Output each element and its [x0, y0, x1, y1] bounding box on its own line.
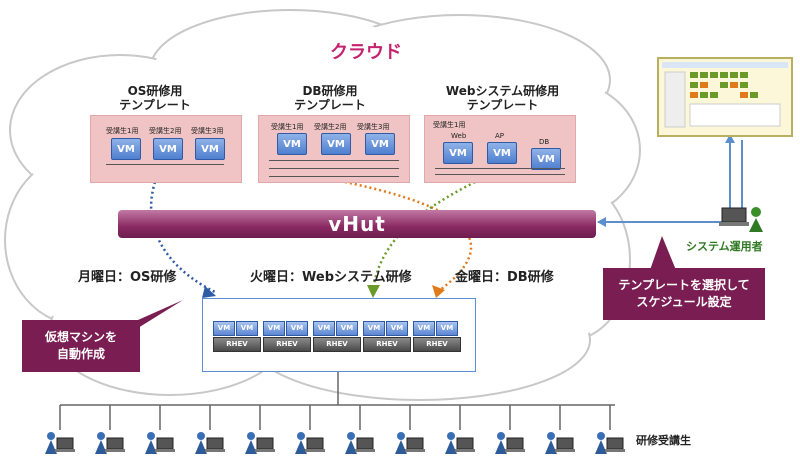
cloud-title: クラウド — [330, 42, 402, 63]
students-label: 研修受講生 — [636, 434, 691, 447]
vm-icon: VM — [321, 133, 351, 155]
monitor-screenshot-icon — [657, 57, 793, 137]
day-monday-label: 月曜日：OS研修 — [78, 270, 177, 285]
template-web-title: Webシステム研修用 テンプレート — [445, 84, 560, 112]
template-db-box: 受講生1用 受講生2用 受講生3用 VM VM VM — [258, 115, 410, 183]
arrow-os — [149, 181, 216, 294]
vm-icon: VM — [487, 142, 517, 164]
arrow-web — [371, 180, 476, 291]
vhut-bar: vHut — [118, 210, 596, 238]
vm-icon: VM — [365, 133, 395, 155]
vm-icon: VM — [111, 138, 141, 160]
template-os-title: OS研修用 テンプレート — [119, 84, 191, 112]
callout-pointer-left — [138, 300, 183, 328]
operator-label: システム運用者 — [686, 240, 763, 253]
vm-icon: VM — [153, 138, 183, 160]
template-os-box: 受講生1用 受講生2用 受講生3用 VM VM VM — [90, 115, 242, 183]
operator-icon — [719, 207, 763, 232]
vm-icon: VM — [195, 138, 225, 160]
vm-icon: VM — [443, 142, 473, 164]
day-friday-label: 金曜日：DB研修 — [455, 270, 554, 285]
template-web-box: 受講生1用 Web AP DB VM VM VM — [424, 115, 576, 183]
callout-pointer-right — [650, 236, 676, 270]
schedule-callout: テンプレートを選択して スケジュール設定 — [603, 268, 765, 320]
student-icons — [45, 432, 625, 454]
vm-icon: VM — [531, 148, 561, 170]
auto-create-callout: 仮想マシンを 自動作成 — [22, 320, 140, 372]
template-db-title: DB研修用 テンプレート — [294, 84, 366, 112]
day-tuesday-label: 火曜日：Webシステム研修 — [250, 270, 412, 285]
vm-icon: VM — [277, 133, 307, 155]
